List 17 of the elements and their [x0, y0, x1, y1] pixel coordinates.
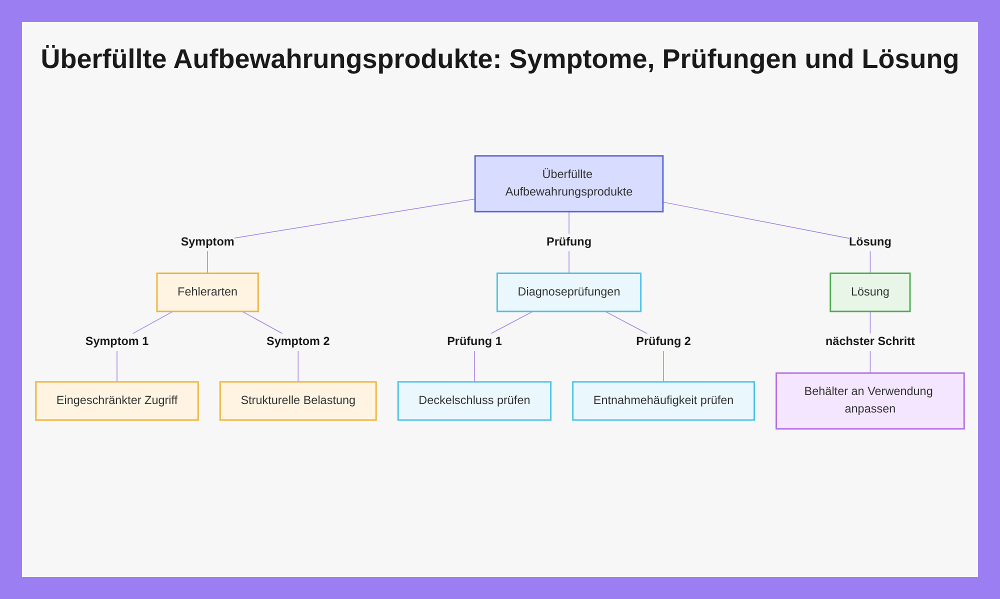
process-box: Entnahmehäufigkeit prüfen — [572, 381, 755, 421]
process-box: Überfüllte Aufbewahrungsprodukte — [474, 155, 664, 212]
edge-label: Prüfung — [546, 234, 592, 252]
diagram-title: Überfüllte Aufbewahrungsprodukte: Symptome, Prüfungen und Lösung — [40, 43, 960, 76]
connector-line — [207, 198, 476, 274]
process-box: Behälter an Verwendung anpassen — [776, 372, 965, 430]
process-box: Diagnoseprüfungen — [496, 272, 642, 312]
edge-label: nächster Schritt — [826, 333, 915, 352]
process-box: Fehlerarten — [156, 272, 259, 312]
process-box: Strukturelle Belastung — [219, 381, 377, 421]
process-box: Deckelschluss prüfen — [397, 381, 552, 421]
edge-label: Symptom 2 — [266, 333, 330, 352]
edge-label: Symptom 1 — [85, 333, 149, 352]
process-box: Lösung — [830, 272, 911, 312]
process-box: Eingeschränkter Zugriff — [35, 381, 199, 421]
edge-label: Prüfung 2 — [636, 333, 691, 352]
edge-label: Prüfung 1 — [447, 333, 502, 352]
